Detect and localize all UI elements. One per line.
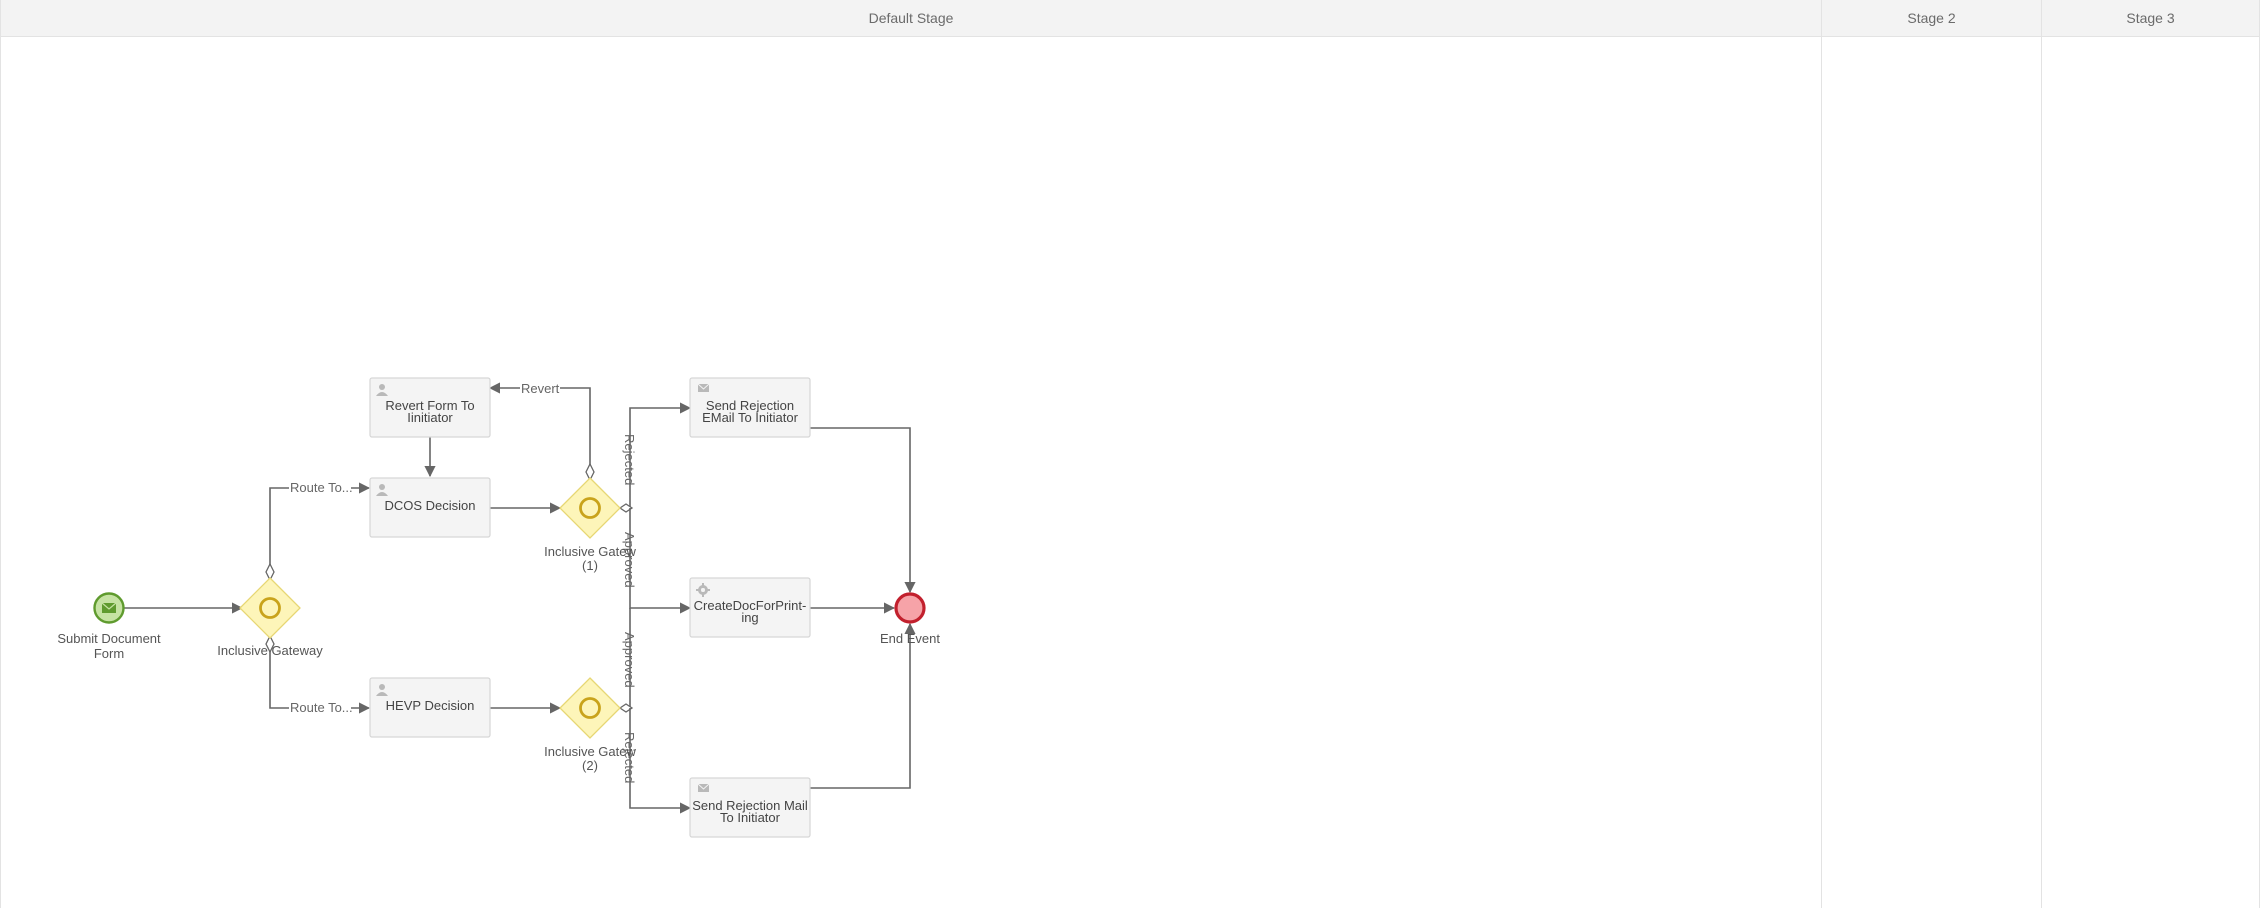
task-box xyxy=(689,777,811,838)
edge-label-rejected-bottom: Rejected xyxy=(622,732,637,783)
edge-gateway-to-dcos[interactable] xyxy=(269,482,371,574)
task-create-doc[interactable]: CreateDocForPrint- ing xyxy=(689,577,811,638)
conditional-diamond-icon xyxy=(618,703,634,713)
task-hevp-decision[interactable]: HEVP Decision xyxy=(369,677,491,738)
envelope-icon xyxy=(697,783,710,792)
conditional-diamond-icon xyxy=(265,634,275,654)
inclusive-gateway-main[interactable]: Inclusive Gateway xyxy=(217,577,323,658)
task-hevp-decision-label: HEVP Decision xyxy=(386,698,475,713)
edge-label-bg xyxy=(520,380,560,396)
task-dcos-decision[interactable]: DCOS Decision xyxy=(369,477,491,538)
task-send-rejection-email[interactable]: Send Rejection EMail To Initiator xyxy=(689,377,811,438)
inclusive-gateway-main-label: Inclusive Gateway xyxy=(217,643,323,658)
inclusive-gateway-1[interactable]: Inclusive Gatew (1) xyxy=(544,477,636,573)
start-event-label-line2: Form xyxy=(94,646,124,661)
stage-header-3[interactable]: Stage 3 xyxy=(2042,0,2259,37)
inclusive-gateway-2-line1: Inclusive Gatew xyxy=(544,744,636,759)
inclusive-gateway-1-line2: (1) xyxy=(582,558,598,573)
task-box xyxy=(689,577,811,638)
task-send-rejection-mail[interactable]: Send Rejection Mail To Initiator xyxy=(689,777,811,838)
task-box xyxy=(369,677,491,738)
gateway-diamond xyxy=(559,677,621,739)
gateway-circle-icon xyxy=(259,597,281,619)
task-box xyxy=(369,477,491,538)
edge-label-bg xyxy=(289,699,351,715)
edge-rejection-mail-to-end[interactable] xyxy=(810,622,916,789)
task-revert-form-line2: Iinitiator xyxy=(407,410,453,425)
user-icon xyxy=(376,384,388,396)
edge-label-rejected-top: Rejected xyxy=(622,434,637,485)
gateway-diamond xyxy=(239,577,301,639)
inclusive-gateway-2[interactable]: Inclusive Gatew (2) xyxy=(544,677,636,773)
inclusive-gateway-2-line2: (2) xyxy=(582,758,598,773)
end-event-circle xyxy=(894,592,926,624)
task-box xyxy=(369,377,491,438)
edge-label-route-bottom: Route To... xyxy=(290,700,353,715)
task-send-rejection-mail-line1: Send Rejection Mail xyxy=(692,798,808,813)
task-revert-form-line1: Revert Form To xyxy=(385,398,474,413)
end-event-label: End Event xyxy=(880,631,940,646)
gateway-diamond xyxy=(559,477,621,539)
stage-3: Stage 3 xyxy=(2041,0,2260,908)
envelope-icon xyxy=(101,602,117,613)
edge-label-approved-bottom: Approved xyxy=(622,632,637,688)
gateway-circle-icon xyxy=(579,497,601,519)
envelope-icon xyxy=(697,383,710,392)
task-create-doc-line1: CreateDocForPrint- xyxy=(694,598,807,613)
gear-icon xyxy=(696,583,710,597)
stage-default: Default Stage xyxy=(0,0,1821,908)
gateway-circle-icon xyxy=(579,697,601,719)
inclusive-gateway-1-line1: Inclusive Gatew xyxy=(544,544,636,559)
start-event-label-line1: Submit Document xyxy=(57,631,161,646)
task-send-rejection-email-line1: Send Rejection xyxy=(706,398,794,413)
end-event[interactable]: End Event xyxy=(880,592,940,646)
task-box xyxy=(689,377,811,438)
edge-label-revert: Revert xyxy=(521,381,560,396)
conditional-diamond-icon xyxy=(618,503,634,513)
task-send-rejection-mail-line2: To Initiator xyxy=(720,810,781,825)
user-icon xyxy=(376,484,388,496)
edge-label-approved-top: Approved xyxy=(622,532,637,588)
edge-gateway1-to-revert[interactable] xyxy=(488,382,591,470)
stage-header-2[interactable]: Stage 2 xyxy=(1822,0,2041,37)
stage-header-default[interactable]: Default Stage xyxy=(1,0,1821,37)
stage-2: Stage 2 xyxy=(1821,0,2041,908)
edge-gateway2-to-rejection-mail[interactable] xyxy=(629,708,692,814)
edge-label-bg xyxy=(289,479,351,495)
task-dcos-decision-label: DCOS Decision xyxy=(384,498,475,513)
edge-label-route-top: Route To... xyxy=(290,480,353,495)
task-create-doc-line2: ing xyxy=(741,610,758,625)
task-send-rejection-email-line2: EMail To Initiator xyxy=(702,410,799,425)
task-revert-form[interactable]: Revert Form To Iinitiator xyxy=(369,377,491,438)
edge-gateway1-to-createdoc[interactable] xyxy=(629,508,692,614)
start-event[interactable]: Submit Document Form xyxy=(57,592,161,662)
edge-rejection-email-to-end[interactable] xyxy=(810,427,916,594)
user-icon xyxy=(376,684,388,696)
